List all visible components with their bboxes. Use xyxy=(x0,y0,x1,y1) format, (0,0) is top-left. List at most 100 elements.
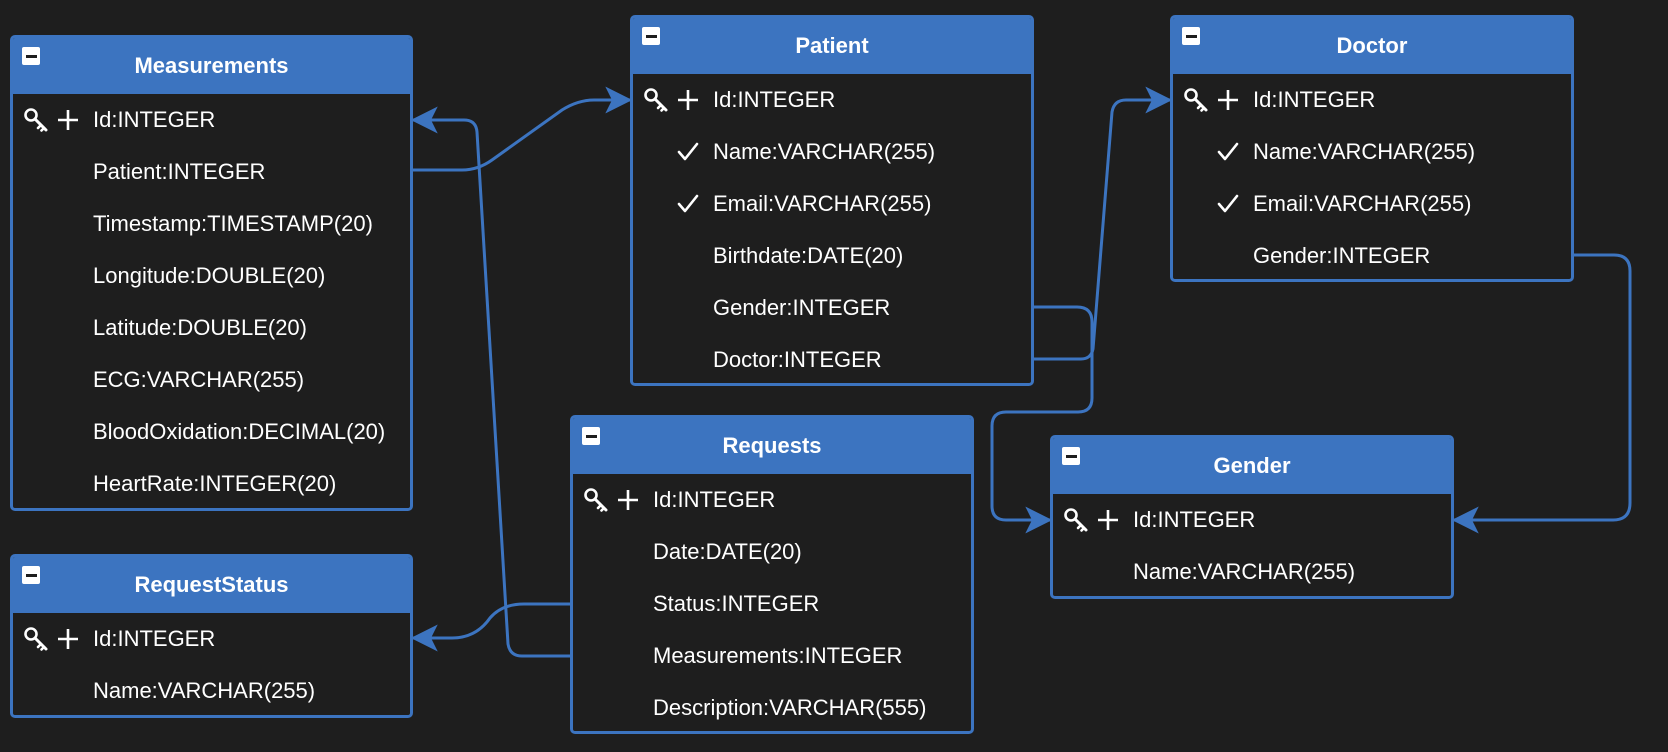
collapse-icon[interactable] xyxy=(22,47,40,65)
collapse-icon[interactable] xyxy=(1182,27,1200,45)
field-row[interactable]: Name:VARCHAR(255) xyxy=(1173,126,1571,178)
table-header[interactable]: RequestStatus xyxy=(13,557,410,613)
field-row[interactable]: Name:VARCHAR(255) xyxy=(633,126,1031,178)
field-label: Id:INTEGER xyxy=(93,626,216,651)
plus-icon xyxy=(1217,89,1239,111)
field-icons xyxy=(1183,74,1243,126)
field-row[interactable]: Longitude:DOUBLE(20) xyxy=(13,250,410,302)
field-row[interactable]: Id:INTEGER xyxy=(573,474,971,526)
field-row[interactable]: Name:VARCHAR(255) xyxy=(13,665,410,715)
field-icons xyxy=(23,354,83,406)
collapse-icon[interactable] xyxy=(1062,447,1080,465)
field-row[interactable]: Gender:INTEGER xyxy=(633,282,1031,334)
collapse-icon[interactable] xyxy=(582,427,600,445)
field-row[interactable]: HeartRate:INTEGER(20) xyxy=(13,458,410,508)
field-row[interactable]: Email:VARCHAR(255) xyxy=(1173,178,1571,230)
field-label: Description:VARCHAR(555) xyxy=(653,695,927,720)
field-icons xyxy=(23,250,83,302)
table-header[interactable]: Patient xyxy=(633,18,1031,74)
field-label: Birthdate:DATE(20) xyxy=(713,243,904,268)
field-icons xyxy=(23,406,83,458)
relation-requests-status[interactable] xyxy=(410,602,570,652)
check-icon xyxy=(677,142,699,162)
field-row[interactable]: Email:VARCHAR(255) xyxy=(633,178,1031,230)
field-icons xyxy=(643,74,703,126)
field-label: Latitude:DOUBLE(20) xyxy=(93,315,307,340)
field-icons xyxy=(1183,126,1243,178)
field-row[interactable]: ECG:VARCHAR(255) xyxy=(13,354,410,406)
field-list: Id:INTEGER Date:DATE(20) Status:INTEGER Mea… xyxy=(573,474,971,731)
field-icons xyxy=(1183,178,1243,230)
field-label: HeartRate:INTEGER(20) xyxy=(93,471,337,496)
field-label: Email:VARCHAR(255) xyxy=(713,191,932,216)
field-row[interactable]: Id:INTEGER xyxy=(633,74,1031,126)
plus-icon xyxy=(677,89,699,111)
relation-doctor-gender[interactable] xyxy=(1451,253,1632,534)
field-label: Date:DATE(20) xyxy=(653,539,802,564)
field-icons xyxy=(643,282,703,334)
relation-patient-doctor[interactable] xyxy=(1034,86,1173,361)
table-request-status[interactable]: RequestStatus Id:INTEGER Name:VARCHAR(255… xyxy=(10,554,413,718)
key-icon xyxy=(23,626,49,652)
field-label: Email:VARCHAR(255) xyxy=(1253,191,1472,216)
field-label: Longitude:DOUBLE(20) xyxy=(93,263,326,288)
field-icons xyxy=(583,630,643,682)
table-requests[interactable]: Requests Id:INTEGER Date:DATE(20) Status:I… xyxy=(570,415,974,734)
table-title: RequestStatus xyxy=(134,572,289,597)
field-icons xyxy=(23,198,83,250)
field-label: Id:INTEGER xyxy=(1133,507,1256,532)
field-row[interactable]: Gender:INTEGER xyxy=(1173,230,1571,279)
field-label: Name:VARCHAR(255) xyxy=(713,139,936,164)
table-header[interactable]: Doctor xyxy=(1173,18,1571,74)
plus-icon xyxy=(57,628,79,650)
field-row[interactable]: Id:INTEGER xyxy=(1053,494,1451,546)
table-header[interactable]: Requests xyxy=(573,418,971,474)
relation-requests-measurements[interactable] xyxy=(410,106,570,658)
field-icons xyxy=(23,613,83,665)
field-row[interactable]: Birthdate:DATE(20) xyxy=(633,230,1031,282)
table-title: Requests xyxy=(722,433,822,458)
field-row[interactable]: Latitude:DOUBLE(20) xyxy=(13,302,410,354)
field-icons xyxy=(23,146,83,198)
field-row[interactable]: Status:INTEGER xyxy=(573,578,971,630)
field-label: Doctor:INTEGER xyxy=(713,347,882,372)
field-label: Id:INTEGER xyxy=(653,487,776,512)
field-row[interactable]: BloodOxidation:DECIMAL(20) xyxy=(13,406,410,458)
field-row[interactable]: Id:INTEGER xyxy=(13,94,410,146)
field-icons xyxy=(583,578,643,630)
field-row[interactable]: Name:VARCHAR(255) xyxy=(1053,546,1451,596)
field-label: Gender:INTEGER xyxy=(1253,243,1431,268)
field-label: Status:INTEGER xyxy=(653,591,820,616)
field-row[interactable]: Id:INTEGER xyxy=(1173,74,1571,126)
field-row[interactable]: Date:DATE(20) xyxy=(573,526,971,578)
collapse-icon[interactable] xyxy=(22,566,40,584)
field-row[interactable]: Measurements:INTEGER xyxy=(573,630,971,682)
table-header[interactable]: Measurements xyxy=(13,38,410,94)
field-label: Id:INTEGER xyxy=(713,87,836,112)
plus-icon xyxy=(617,489,639,511)
field-label: Name:VARCHAR(255) xyxy=(1133,559,1356,584)
field-list: Id:INTEGER Name:VARCHAR(255) xyxy=(13,613,410,715)
field-row[interactable]: Patient:INTEGER xyxy=(13,146,410,198)
field-row[interactable]: Description:VARCHAR(555) xyxy=(573,682,971,731)
field-label: Gender:INTEGER xyxy=(713,295,891,320)
plus-icon xyxy=(57,109,79,131)
relation-measurements-patient[interactable] xyxy=(413,86,633,172)
field-row[interactable]: Timestamp:TIMESTAMP(20) xyxy=(13,198,410,250)
field-row[interactable]: Doctor:INTEGER xyxy=(633,334,1031,383)
field-icons xyxy=(23,458,83,508)
field-icons xyxy=(583,526,643,578)
field-label: Name:VARCHAR(255) xyxy=(93,678,316,703)
table-title: Measurements xyxy=(134,53,289,78)
table-patient[interactable]: Patient Id:INTEGER Name:VARCHAR(255) Email… xyxy=(630,15,1034,386)
table-header[interactable]: Gender xyxy=(1053,438,1451,494)
table-title: Doctor xyxy=(1336,33,1408,58)
field-list: Id:INTEGER Name:VARCHAR(255) Email:VARCHAR… xyxy=(633,74,1031,383)
field-row[interactable]: Id:INTEGER xyxy=(13,613,410,665)
table-gender[interactable]: Gender Id:INTEGER Name:VARCHAR(255) xyxy=(1050,435,1454,599)
collapse-icon[interactable] xyxy=(642,27,660,45)
